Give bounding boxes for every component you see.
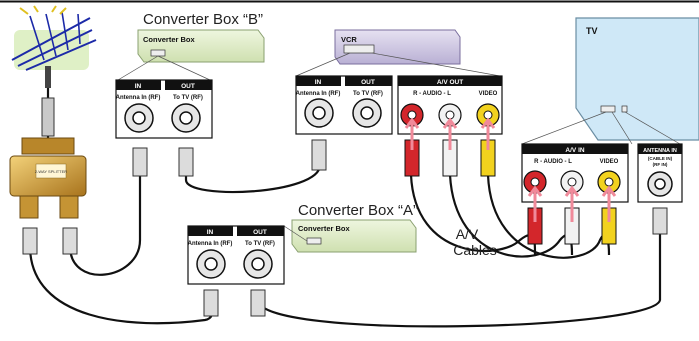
converter-a-out-label: To TV (RF) bbox=[245, 241, 275, 247]
vcr-av-out-header: A/V OUT bbox=[437, 79, 463, 86]
tv-antenna-plug bbox=[652, 207, 668, 235]
antenna bbox=[11, 5, 97, 137]
converter-b-in-label: Antenna In (RF) bbox=[116, 95, 161, 101]
tv-rear-antenna-port bbox=[621, 105, 628, 113]
converter-b-name: Converter Box bbox=[143, 35, 196, 44]
converter-box-a: Converter Box IN OUT Antenna In (RF) To … bbox=[187, 219, 417, 317]
vcr-white-arrow bbox=[442, 117, 458, 150]
vcr-rear-ports bbox=[343, 44, 375, 54]
splitter-out-right bbox=[59, 195, 79, 219]
converter-b-to-vcr-cable bbox=[184, 140, 322, 194]
splitter-out-left bbox=[19, 195, 39, 219]
converter-box-b: Converter Box IN OUT Antenna In (RF) To … bbox=[115, 29, 265, 177]
antenna-connector bbox=[41, 97, 55, 137]
converter-b-in-header: IN bbox=[135, 83, 142, 90]
converter-a-in-plug bbox=[203, 289, 219, 317]
antenna-mast bbox=[45, 66, 51, 88]
tv-antenna-in-header: ANTENNA IN bbox=[643, 148, 677, 154]
av-cables-label-line2: Cables bbox=[453, 242, 497, 258]
av-cables-label-line1: A/V bbox=[456, 226, 479, 242]
tv-name: TV bbox=[586, 26, 598, 36]
converter-b-title: Converter Box “B” bbox=[143, 11, 263, 28]
tv-video-label: VIDEO bbox=[600, 159, 619, 165]
tv-antenna-sub1: (CABLE IN) bbox=[648, 156, 673, 161]
vcr-video-label: VIDEO bbox=[479, 91, 498, 97]
vcr-yellow-arrow bbox=[480, 117, 496, 150]
tv-rear-av-ports bbox=[600, 105, 616, 113]
tv-red-arrow bbox=[527, 185, 543, 222]
vcr-body bbox=[334, 29, 461, 65]
tv-body bbox=[575, 17, 699, 141]
converter-b-out-header: OUT bbox=[181, 83, 195, 90]
tv-antenna-sub2: (RF IN) bbox=[653, 162, 668, 167]
vcr-out-label: To TV (RF) bbox=[353, 91, 383, 97]
splitter: 2-WAY SPLITTER bbox=[9, 137, 87, 255]
tv-yellow-arrow bbox=[601, 185, 617, 222]
splitter-to-converter-b-cable bbox=[68, 150, 142, 276]
converter-a-title: Converter Box “A” bbox=[298, 202, 418, 219]
vcr-in-plug bbox=[311, 139, 327, 171]
converter-a-in-label: Antenna In (RF) bbox=[188, 241, 233, 247]
converter-b-out-label: To TV (RF) bbox=[173, 95, 203, 101]
vcr-in-label: Antenna In (RF) bbox=[296, 91, 341, 97]
converter-a-rear-ports bbox=[306, 237, 322, 245]
converter-b-rear-ports bbox=[150, 49, 166, 57]
vcr-in-header: IN bbox=[315, 79, 322, 86]
converter-a-out-plug bbox=[250, 289, 266, 317]
vcr-name: VCR bbox=[341, 35, 357, 44]
vcr-out-header: OUT bbox=[361, 79, 375, 86]
converter-b-out-plug bbox=[178, 147, 194, 177]
converter-b-body bbox=[137, 29, 265, 63]
converter-a-name: Converter Box bbox=[298, 224, 351, 233]
splitter-plug-left bbox=[22, 227, 38, 255]
splitter-label: 2-WAY SPLITTER bbox=[35, 169, 67, 174]
converter-a-in-header: IN bbox=[207, 229, 214, 236]
converter-a-body bbox=[291, 219, 417, 253]
converter-a-out-header: OUT bbox=[253, 229, 267, 236]
splitter-plug-right bbox=[62, 227, 78, 255]
tv: TV A/V IN R - AUDIO - L VIDEO ANTENNA IN… bbox=[521, 17, 699, 245]
vcr-red-arrow bbox=[404, 117, 420, 150]
splitter-to-converter-a-cable bbox=[28, 245, 214, 325]
tv-white-arrow bbox=[564, 185, 580, 222]
tv-audio-label: R - AUDIO - L bbox=[534, 159, 572, 165]
coax-cables bbox=[28, 88, 662, 328]
converter-a-to-tv-cable bbox=[256, 232, 662, 328]
tv-av-in-header: A/V IN bbox=[565, 147, 584, 154]
converter-b-in-plug bbox=[132, 147, 148, 177]
vcr: VCR IN OUT Antenna In (RF) To TV (RF) A/… bbox=[295, 29, 503, 177]
vcr-audio-label: R - AUDIO - L bbox=[413, 91, 451, 97]
